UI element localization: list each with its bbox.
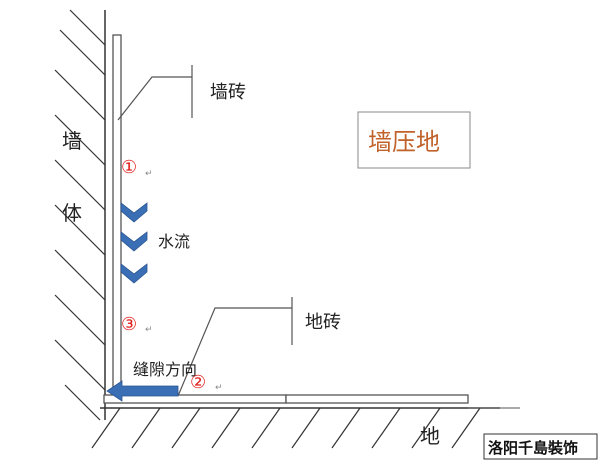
marker-3: ③ — [121, 314, 137, 335]
water-flow-arrows — [120, 202, 148, 284]
return-mark-1: ↵ — [145, 169, 153, 179]
watermark-box — [483, 433, 598, 460]
floor-tile-label: 地砖 — [305, 312, 341, 333]
return-mark-2: ↵ — [215, 383, 223, 393]
gap-direction-arrow — [106, 380, 179, 402]
wall-label-top: 墙 — [62, 129, 82, 153]
wall-tile-leader — [117, 76, 192, 121]
marker-2: ② — [190, 372, 206, 393]
floor-tile-2 — [285, 394, 469, 404]
title-box — [357, 111, 471, 169]
floor-label: 地 — [420, 424, 440, 448]
flow-chevron-2 — [120, 231, 148, 252]
wall-hatching — [54, 9, 106, 421]
floor-tile-leader — [177, 307, 292, 397]
floor-hatching — [91, 407, 481, 449]
gap-direction-label: 缝隙方向 — [133, 360, 197, 379]
title-box-text: 墙压地 — [368, 128, 440, 156]
watermark-text: 洛阳千島裝饰 — [488, 439, 578, 457]
return-mark-3: ↵ — [145, 325, 153, 335]
water-flow-label: 水流 — [158, 232, 190, 251]
flow-chevron-1 — [120, 202, 148, 223]
marker-1: ① — [121, 157, 137, 178]
wall-label-bottom: 体 — [62, 201, 82, 225]
wall-tile-label: 墙砖 — [210, 82, 246, 103]
wall-tile-strip — [112, 34, 122, 396]
flow-chevron-3 — [120, 263, 148, 284]
